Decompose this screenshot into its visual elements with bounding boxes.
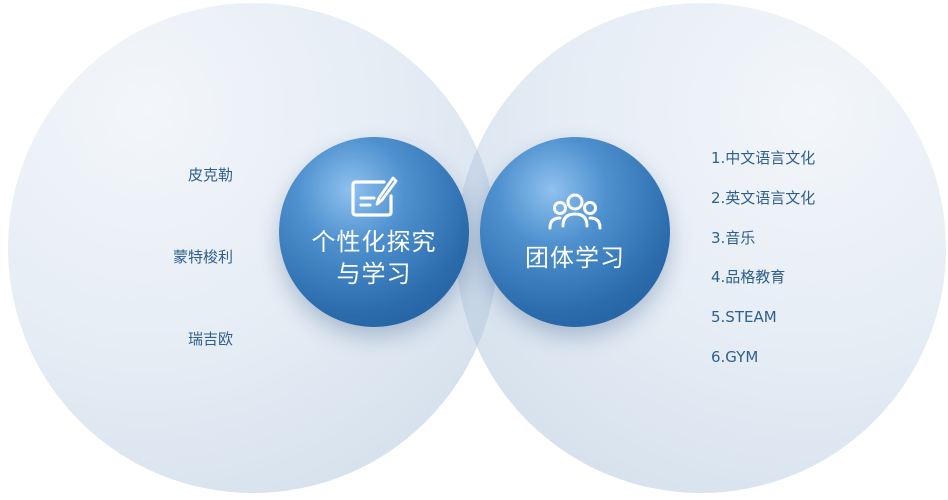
left-item: 蒙特梭利: [172, 248, 233, 266]
left-item: 瑞吉欧: [187, 330, 233, 348]
personalized-learning-title: 个性化探究 与学习: [311, 228, 437, 288]
pen-note-icon: [351, 176, 398, 217]
right-item: 4.品格教育: [711, 268, 786, 286]
right-item: 3.音乐: [711, 229, 756, 247]
right-item: 2.英文语言文化: [711, 189, 816, 207]
right-item: 6.GYM: [711, 348, 759, 366]
right-item: 1.中文语言文化: [711, 149, 816, 167]
people-group-icon: [548, 193, 602, 230]
left-item: 皮克勒: [187, 166, 233, 184]
group-learning-node: 团体学习: [480, 137, 670, 327]
right-item: 5.STEAM: [711, 308, 777, 326]
personalized-learning-node: 个性化探究 与学习: [279, 137, 469, 327]
group-learning-title: 团体学习: [525, 244, 625, 272]
